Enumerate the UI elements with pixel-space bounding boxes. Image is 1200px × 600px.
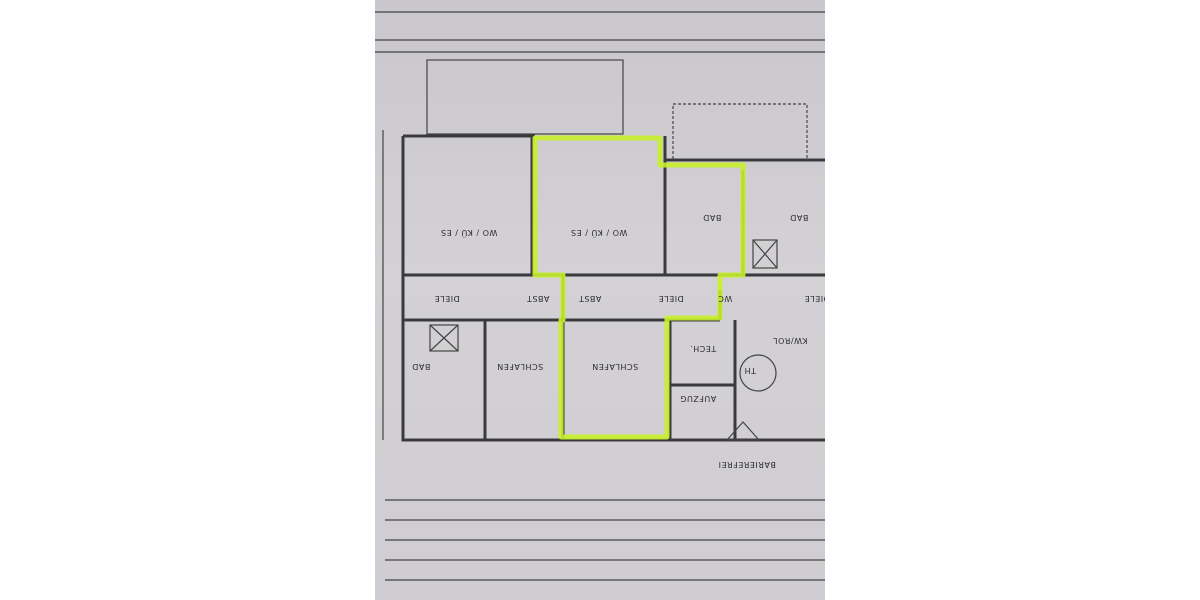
entrance-label: BARIEREFREI [718,460,776,469]
room-label: BAD [412,362,431,371]
room-label: ABST [579,294,602,303]
shower-icon [429,324,459,352]
room-label: WO / KÜ / ES [441,228,498,238]
floor-plan-photo: WO / KÜ / ES WO / KÜ / ES BAD BAD DIELE … [375,0,825,600]
entrance-triangle-icon [725,421,761,441]
dimension-lines-top [375,11,825,53]
dimension-lines-bottom [385,499,825,581]
outer-wall [401,134,825,442]
room-label: SCHLAFEN [497,362,543,371]
room-label: BAD [790,213,809,222]
shower-icon [752,239,778,269]
floor-plan: WO / KÜ / ES WO / KÜ / ES BAD BAD DIELE … [375,11,825,581]
room-label: ABST [527,294,550,303]
room-label: DIELE [804,294,825,303]
stair-lift-icon [739,354,777,392]
highlighted-unit-outline [532,135,746,440]
room-label: AUFZUG [680,394,716,403]
room-label: TECH. [690,344,717,353]
room-label: DIELE [434,294,460,303]
balcony [426,59,624,135]
balcony [672,103,808,161]
room-labels: WO / KÜ / ES WO / KÜ / ES BAD BAD DIELE … [412,213,825,469]
room-label: WO / KÜ / ES [571,228,628,238]
room-label: WC [718,294,733,303]
room-label: KW/ROL [773,336,808,345]
room-label: BAD [703,213,722,222]
interior-walls [403,136,825,440]
room-label: TH [744,366,757,375]
room-label: SCHLAFEN [592,362,638,371]
room-label: DIELE [658,294,684,303]
